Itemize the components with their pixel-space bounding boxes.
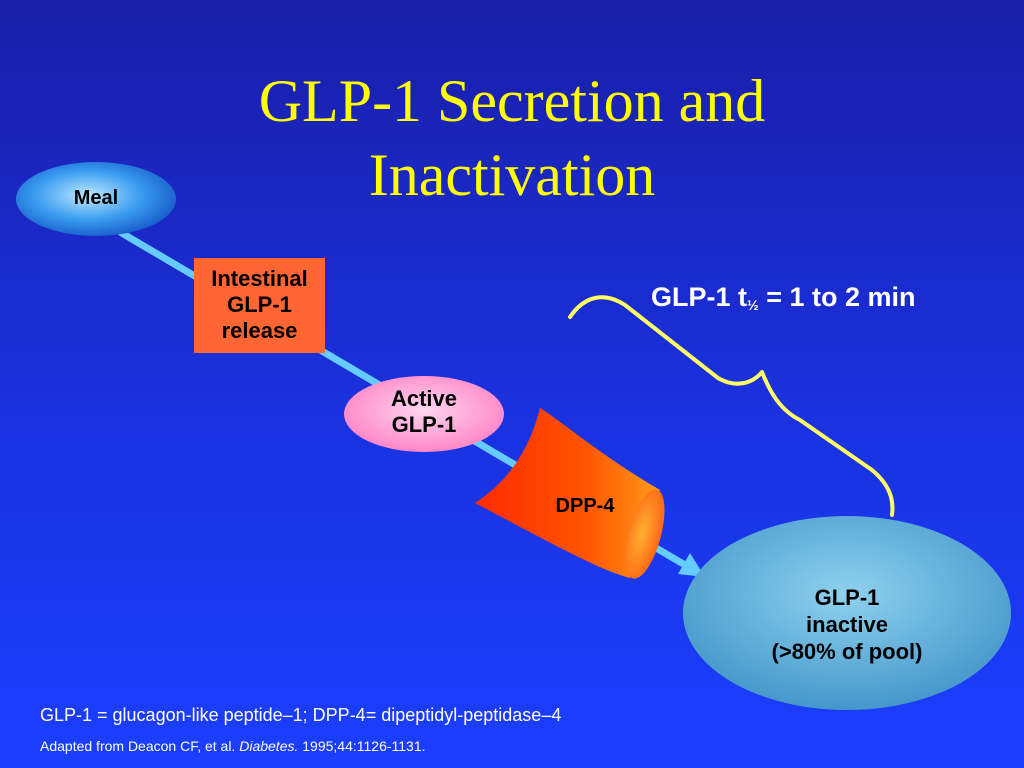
dpp4-shape-end [625, 489, 665, 579]
intestinal-label-line-1: Intestinal [211, 266, 308, 291]
citation: Adapted from Deacon CF, et al. Diabetes.… [40, 738, 426, 754]
inactive-node [683, 516, 1011, 710]
inactive-label-line-2: inactive [806, 612, 888, 637]
inactive-label-line-1: GLP-1 [814, 585, 880, 610]
slide-title: GLP-1 Secretion and Inactivation [0, 64, 1024, 212]
citation-journal: Diabetes. [239, 738, 299, 754]
dpp4-label-text: DPP-4 [555, 495, 615, 517]
active-label-line-2: GLP-1 [391, 412, 457, 437]
half-life-label: GLP-1 t½ = 1 to 2 min [651, 282, 916, 313]
meal-label-text: Meal [73, 187, 119, 209]
citation-before: Adapted from Deacon CF, et al. [40, 738, 240, 754]
half-life-suffix: = 1 to 2 min [758, 282, 916, 312]
flow-arrow-head [678, 553, 705, 577]
active-node [344, 376, 504, 452]
meal-label: Meal [16, 187, 176, 210]
dpp4-shape [475, 408, 660, 578]
active-label: Active GLP-1 [344, 386, 504, 438]
intestinal-label: Intestinal GLP-1 release [194, 266, 325, 344]
title-line-1: GLP-1 Secretion and [258, 68, 766, 134]
half-life-subscript: ½ [747, 297, 759, 313]
intestinal-box [194, 258, 325, 353]
intestinal-label-line-3: release [221, 318, 298, 343]
intestinal-label-line-2: GLP-1 [227, 292, 292, 317]
half-life-prefix: GLP-1 t [651, 282, 748, 312]
title-line-2: Inactivation [368, 142, 656, 208]
half-life-brace [568, 295, 895, 517]
citation-after: 1995;44:1126-1131. [298, 738, 426, 754]
active-label-line-1: Active [390, 386, 458, 411]
abbreviation-footnote: GLP-1 = glucagon-like peptide–1; DPP-4= … [40, 705, 562, 725]
dpp4-label: DPP-4 [520, 495, 650, 518]
inactive-label-line-3: (>80% of pool) [771, 639, 923, 664]
meal-node [16, 162, 176, 236]
inactive-label: GLP-1 inactive (>80% of pool) [700, 584, 994, 665]
